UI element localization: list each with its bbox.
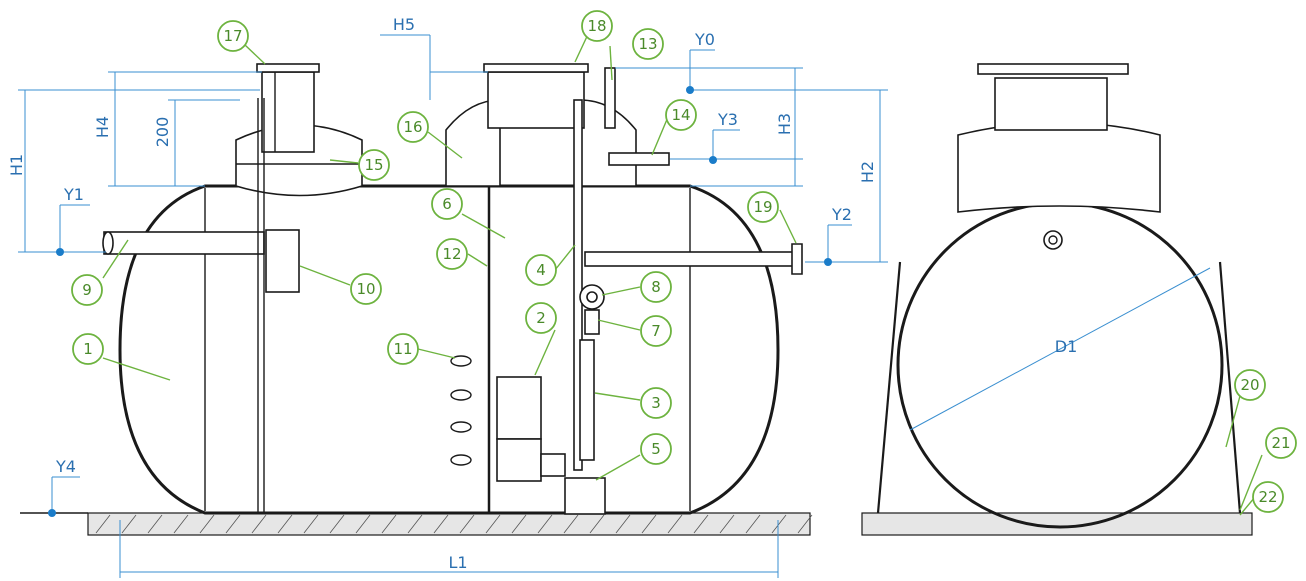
callout-14: 14 [665, 99, 697, 131]
dim-label-h1: H1 [7, 154, 26, 176]
callout-label: 13 [638, 35, 657, 53]
callout-label: 5 [651, 440, 661, 458]
callout-label: 8 [651, 278, 661, 296]
dim-label-l1: L1 [448, 553, 467, 572]
callout-label: 4 [536, 261, 546, 279]
callout-label: 19 [753, 198, 772, 216]
callout-1: 1 [72, 333, 104, 365]
ground-slab-side [87, 512, 813, 536]
callout-label: 20 [1240, 376, 1259, 394]
callout-3: 3 [640, 387, 672, 419]
dim-label-h2: H2 [858, 161, 877, 183]
callout-label: 1 [83, 340, 93, 358]
dim-label-h3: H3 [775, 113, 794, 135]
dim-label-y2: Y2 [831, 205, 852, 224]
callout-21: 21 [1265, 427, 1297, 459]
callout-label: 9 [82, 281, 92, 299]
callout-8: 8 [640, 271, 672, 303]
callout-label: 7 [651, 322, 661, 340]
dim-label-200: 200 [153, 117, 172, 148]
callout-7: 7 [640, 315, 672, 347]
callout-12: 12 [436, 238, 468, 270]
callout-16: 16 [397, 111, 429, 143]
callout-label: 6 [442, 195, 452, 213]
dim-label-h4: H4 [93, 116, 112, 138]
callout-label: 3 [651, 394, 661, 412]
dim-label-y1: Y1 [63, 185, 84, 204]
callout-leaders [102, 29, 1263, 516]
callout-label: 11 [393, 340, 412, 358]
callout-20: 20 [1234, 369, 1266, 401]
callout-label: 15 [364, 156, 383, 174]
callout-label: 10 [356, 280, 375, 298]
callout-17: 17 [217, 20, 249, 52]
dimension-lines [18, 34, 1211, 578]
callout-4: 4 [525, 254, 557, 286]
callout-11: 11 [387, 333, 419, 365]
callout-6: 6 [431, 188, 463, 220]
callout-19: 19 [747, 191, 779, 223]
callout-9: 9 [71, 274, 103, 306]
callout-15: 15 [358, 149, 390, 181]
callout-10: 10 [350, 273, 382, 305]
dim-label-y3: Y3 [717, 110, 738, 129]
dim-label-y4: Y4 [55, 457, 76, 476]
callout-5: 5 [640, 433, 672, 465]
dim-label-y0: Y0 [694, 30, 715, 49]
callout-13: 13 [632, 28, 664, 60]
tank-side-view [102, 63, 803, 515]
callout-label: 12 [442, 245, 461, 263]
callout-18: 18 [581, 10, 613, 42]
callout-label: 14 [671, 106, 690, 124]
callout-label: 22 [1258, 488, 1277, 506]
dim-label-h5: H5 [393, 15, 415, 34]
callout-22: 22 [1252, 481, 1284, 513]
callout-label: 21 [1271, 434, 1290, 452]
callout-label: 16 [403, 118, 422, 136]
callout-label: 17 [223, 27, 242, 45]
callout-label: 2 [536, 309, 546, 327]
callout-2: 2 [525, 302, 557, 334]
tank-end-view [876, 63, 1242, 529]
callout-label: 18 [587, 17, 606, 35]
ground-slab-end [861, 512, 1253, 536]
dim-label-d1: D1 [1055, 337, 1078, 356]
